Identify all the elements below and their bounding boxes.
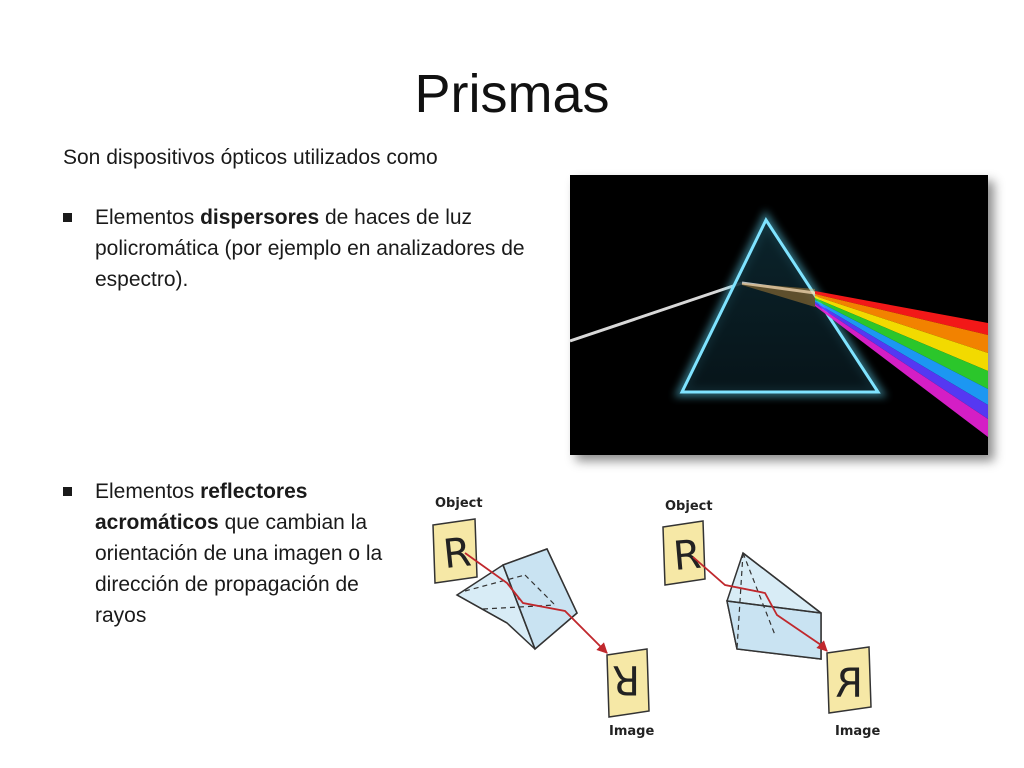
square-bullet-icon (63, 213, 72, 222)
image-card (606, 648, 650, 718)
object-card (432, 518, 478, 584)
right-prism-diagram: Object R R R Image (662, 499, 880, 739)
left-prism-diagram: Object R R Image (432, 496, 654, 739)
square-bullet-icon (63, 487, 72, 496)
bullet-reflective: Elementos reflectores acromáticos que ca… (63, 476, 383, 631)
bullet-text-post: de haces de luz policromática (por ejemp… (95, 206, 525, 291)
light-ray (464, 552, 608, 654)
image-label: Image (835, 724, 880, 739)
image-card (826, 646, 872, 714)
image-letter-mirrored: R (835, 661, 863, 707)
reflecting-prisms-diagram: Object R R Image Object R (432, 496, 880, 739)
object-label: Object (665, 499, 713, 514)
bullet-text: Elementos dispersores de haces de luz po… (95, 202, 563, 295)
bullet-text: Elementos reflectores acromáticos que ca… (95, 476, 383, 631)
image-label: Image (609, 724, 654, 739)
prism-dispersion-image (570, 175, 988, 455)
light-ray (692, 556, 828, 652)
bullet-text-pre: Elementos (95, 480, 201, 503)
intro-text: Son dispositivos ópticos utilizados como (63, 146, 438, 169)
object-card (662, 520, 706, 586)
bullet-text-post: que cambian la orientación de una imagen… (95, 511, 383, 627)
image-letter: R (612, 656, 640, 702)
bullet-text-pre: Elementos (95, 206, 201, 229)
object-letter: R (671, 532, 703, 580)
object-label: Object (435, 496, 483, 511)
bullet-dispersive: Elementos dispersores de haces de luz po… (63, 202, 563, 295)
object-letter: R (441, 529, 473, 578)
bullet-text-bold: reflectores acromáticos (95, 480, 308, 534)
bullet-text-bold: dispersores (200, 206, 320, 229)
slide-title: Prismas (414, 64, 610, 124)
